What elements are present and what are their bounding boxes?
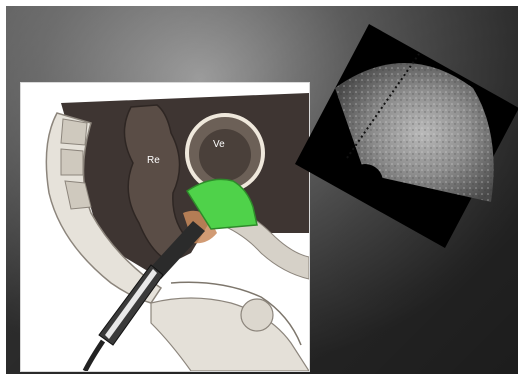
ultrasound-svg <box>295 24 518 248</box>
anatomical-illustration: Re Ve <box>20 82 310 372</box>
ultrasound-image <box>295 24 518 248</box>
vessel-inner <box>199 129 251 181</box>
slide-background: Re Ve <box>6 6 518 374</box>
vertebra-1 <box>61 119 87 145</box>
lower-tissue <box>151 298 309 371</box>
transducer-notch <box>347 164 383 200</box>
vertebra-2 <box>61 149 83 175</box>
probe-cable <box>85 341 103 371</box>
rectum-label: Re <box>147 155 160 166</box>
vessel-label: Ve <box>213 139 225 150</box>
round-structure <box>241 299 273 331</box>
illustration-svg <box>21 83 309 371</box>
